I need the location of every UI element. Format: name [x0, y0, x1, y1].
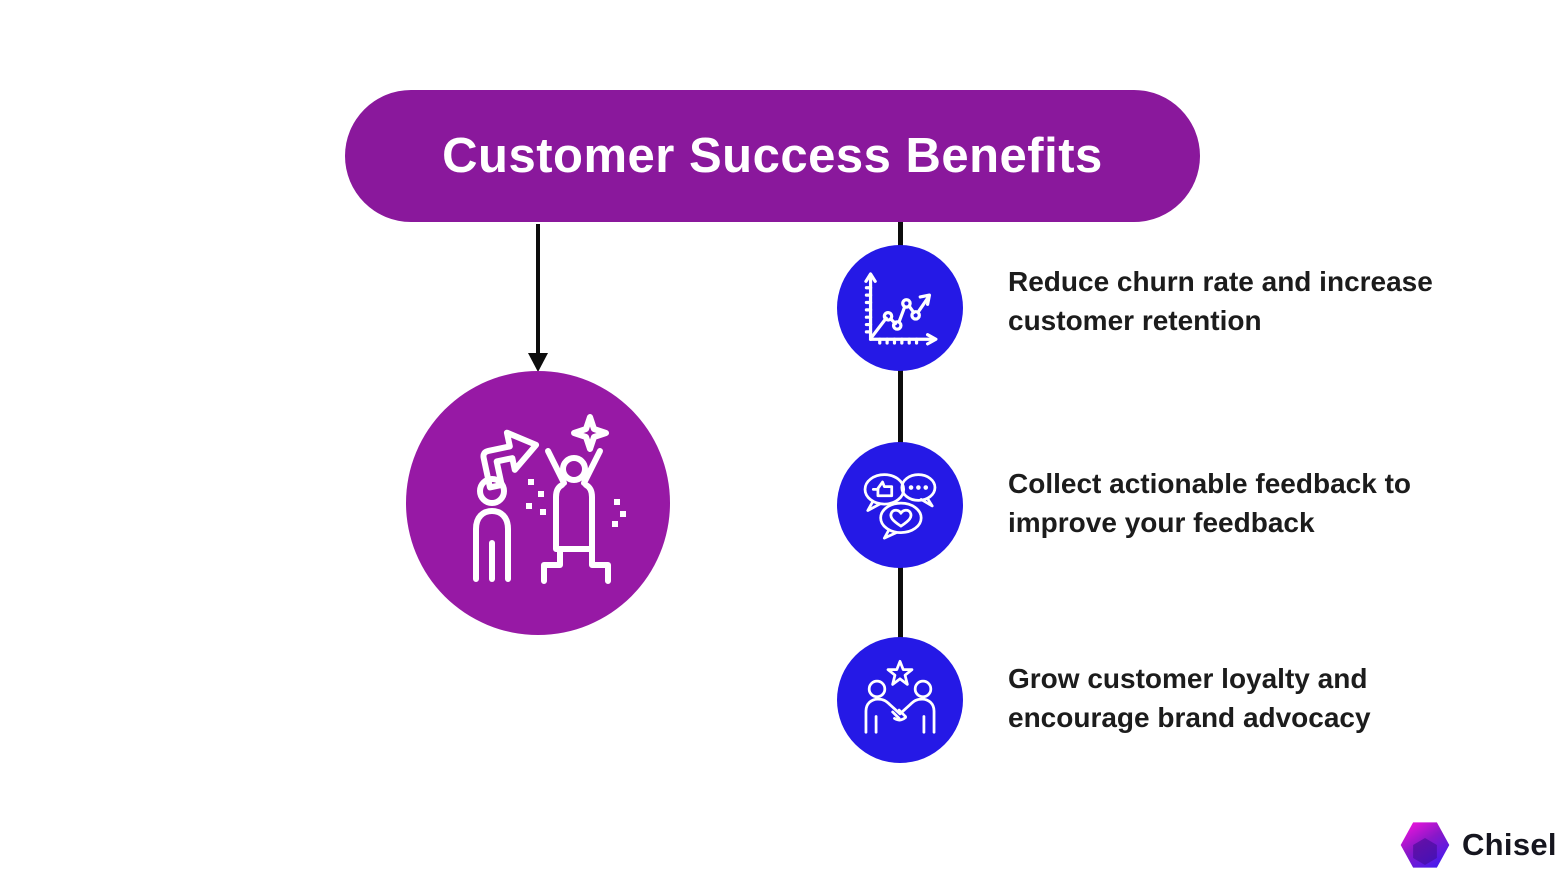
benefit-line: Grow customer loyalty and — [1008, 663, 1368, 694]
benefit-circle-churn — [837, 245, 963, 371]
page-title: Customer Success Benefits — [442, 129, 1103, 183]
benefit-text-churn: Reduce churn rate and increase customer … — [1008, 262, 1508, 340]
handshake-star-icon — [864, 659, 936, 734]
down-arrow-connector — [528, 224, 548, 372]
brand-logo: Chisel — [1398, 818, 1557, 872]
benefit-line: customer retention — [1008, 305, 1262, 336]
chisel-hexagon-icon — [1400, 822, 1450, 868]
main-benefit-circle — [406, 371, 670, 635]
benefit-line: Reduce churn rate and increase — [1008, 266, 1433, 297]
benefit-line: improve your feedback — [1008, 507, 1315, 538]
brand-name: Chisel — [1462, 827, 1557, 862]
benefit-line: encourage brand advocacy — [1008, 702, 1371, 733]
benefit-line: Collect actionable feedback to — [1008, 468, 1411, 499]
success-transformation-icon — [473, 414, 626, 584]
header-pill: Customer Success Benefits — [345, 90, 1200, 222]
benefit-circle-loyalty — [837, 637, 963, 763]
benefit-text-loyalty: Grow customer loyalty and encourage bran… — [1008, 659, 1508, 737]
feedback-bubbles-icon — [863, 473, 937, 540]
growth-chart-icon — [864, 272, 938, 346]
benefit-text-feedback: Collect actionable feedback to improve y… — [1008, 464, 1508, 542]
benefit-circle-feedback — [837, 442, 963, 568]
